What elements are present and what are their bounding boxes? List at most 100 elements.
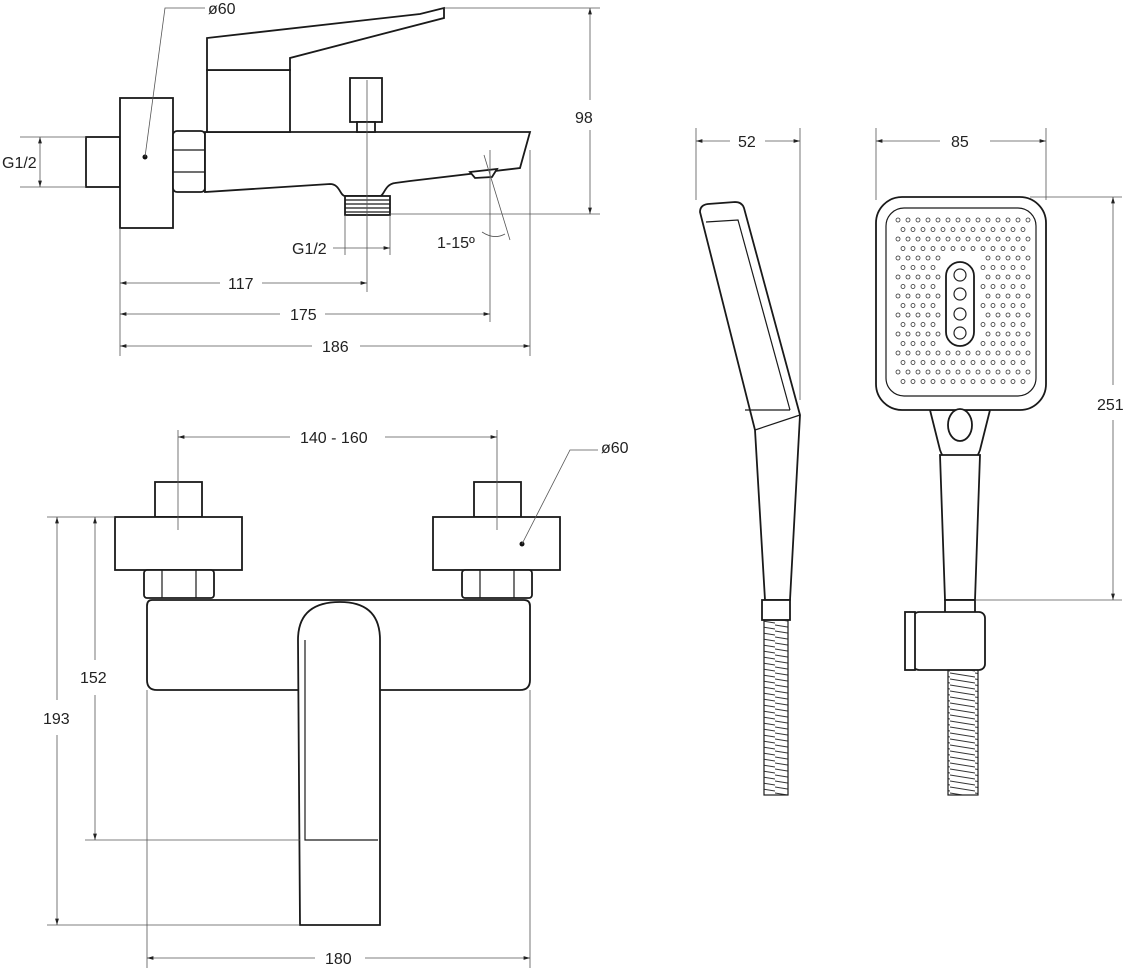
nozzle-dot bbox=[945, 217, 951, 223]
nozzle-dot bbox=[1010, 246, 1016, 251]
nozzle-dot bbox=[930, 284, 936, 289]
nozzle-dot bbox=[920, 379, 926, 384]
hand-shower-side bbox=[699, 201, 801, 796]
front-lever bbox=[297, 601, 381, 926]
nozzle-dot bbox=[965, 217, 971, 223]
nozzle-dot bbox=[970, 246, 976, 251]
nozzle-dot bbox=[1015, 217, 1021, 223]
center-nozzle bbox=[953, 287, 967, 301]
nozzle-dot bbox=[930, 227, 936, 232]
nozzle-dot bbox=[990, 303, 996, 308]
nozzle-dot bbox=[905, 274, 911, 280]
nozzle-dot bbox=[925, 350, 931, 356]
nozzle-dot bbox=[945, 236, 951, 242]
nozzle-dot bbox=[905, 350, 911, 356]
nozzle-dot bbox=[995, 293, 1001, 299]
left-flange bbox=[114, 516, 243, 571]
front-flange-diameter-label: ø60 bbox=[601, 440, 629, 457]
nozzle-dot bbox=[980, 379, 986, 384]
nozzle-dot bbox=[1000, 284, 1006, 289]
nozzle-dot bbox=[1020, 284, 1026, 289]
nozzle-dot bbox=[920, 303, 926, 308]
front-view-dimensions: 140 - 160 ø60 152 193 180 bbox=[43, 430, 629, 968]
nozzle-dot bbox=[1010, 284, 1016, 289]
nozzle-dot bbox=[920, 322, 926, 327]
nozzle-dot bbox=[915, 255, 921, 261]
dim-186-label: 186 bbox=[322, 339, 349, 356]
side-flange-diameter-label: ø60 bbox=[208, 1, 236, 18]
nozzle-dot bbox=[1020, 227, 1026, 232]
nozzle-dot bbox=[920, 265, 926, 270]
hand-shower-side-dimensions: 52 bbox=[696, 128, 800, 400]
nozzle-dot bbox=[900, 341, 906, 346]
nut bbox=[172, 130, 206, 193]
nozzle-dot bbox=[1000, 227, 1006, 232]
nozzle-dot bbox=[905, 293, 911, 299]
nozzle-dot bbox=[895, 293, 901, 299]
nozzle-dot bbox=[1005, 312, 1011, 318]
nozzle-dot bbox=[1005, 236, 1011, 242]
nozzle-dot bbox=[1000, 246, 1006, 251]
nozzle-dot bbox=[915, 331, 921, 337]
cartridge-housing bbox=[206, 69, 291, 133]
nozzle-dot bbox=[935, 369, 941, 375]
nozzle-dot bbox=[990, 360, 996, 365]
nozzle-dot bbox=[1025, 369, 1031, 375]
nozzle-dot bbox=[935, 350, 941, 356]
nozzle-dot bbox=[980, 265, 986, 270]
nozzle-dot bbox=[1020, 265, 1026, 270]
nozzle-dot bbox=[950, 360, 956, 365]
nozzle-dot bbox=[895, 312, 901, 318]
nozzle-dot bbox=[920, 360, 926, 365]
nozzle-dot bbox=[985, 331, 991, 337]
left-nut bbox=[143, 569, 215, 599]
nozzle-dot bbox=[995, 274, 1001, 280]
nozzle-dot bbox=[910, 246, 916, 251]
nozzle-dot bbox=[1025, 331, 1031, 337]
nozzle-dot bbox=[965, 236, 971, 242]
nozzle-dot bbox=[1005, 369, 1011, 375]
nozzle-dot bbox=[1000, 360, 1006, 365]
nozzle-dot bbox=[1010, 227, 1016, 232]
nozzle-dot bbox=[960, 379, 966, 384]
nozzle-dot bbox=[1020, 303, 1026, 308]
nozzle-dot bbox=[950, 227, 956, 232]
nozzle-dot bbox=[930, 303, 936, 308]
nozzle-dot bbox=[960, 246, 966, 251]
nozzle-dot bbox=[980, 360, 986, 365]
nozzle-dot bbox=[1025, 255, 1031, 261]
nozzle-dot bbox=[1015, 331, 1021, 337]
nozzle-dot bbox=[1010, 322, 1016, 327]
nozzle-dot bbox=[955, 236, 961, 242]
nozzle-dot bbox=[1025, 274, 1031, 280]
nozzle-dot bbox=[925, 255, 931, 261]
nozzle-dot bbox=[980, 341, 986, 346]
nozzle-dot bbox=[905, 312, 911, 318]
nozzle-dot bbox=[970, 227, 976, 232]
nozzle-dot bbox=[935, 331, 941, 337]
center-nozzle-strip bbox=[945, 261, 975, 347]
nozzle-dot bbox=[980, 303, 986, 308]
nozzle-dot bbox=[985, 255, 991, 261]
side-outlet-thread-label: G1/2 bbox=[292, 241, 327, 258]
nozzle-dot bbox=[895, 236, 901, 242]
nozzle-dot bbox=[935, 274, 941, 280]
nozzle-dot bbox=[1010, 360, 1016, 365]
hand-shower-front bbox=[875, 196, 1047, 796]
nozzle-dot bbox=[970, 379, 976, 384]
spray-nozzles bbox=[895, 217, 1031, 384]
diverter-stem bbox=[356, 121, 376, 133]
nozzle-dot bbox=[1020, 246, 1026, 251]
nozzle-dot bbox=[1025, 350, 1031, 356]
nozzle-dot bbox=[940, 227, 946, 232]
nozzle-dot bbox=[1005, 274, 1011, 280]
dim-180-label: 180 bbox=[325, 951, 352, 968]
hanging-hole bbox=[947, 408, 973, 442]
nozzle-dot bbox=[1000, 341, 1006, 346]
nozzle-dot bbox=[1010, 265, 1016, 270]
nozzle-dot bbox=[900, 246, 906, 251]
nozzle-dot bbox=[925, 217, 931, 223]
nozzle-dot bbox=[1000, 265, 1006, 270]
nozzle-dot bbox=[940, 360, 946, 365]
